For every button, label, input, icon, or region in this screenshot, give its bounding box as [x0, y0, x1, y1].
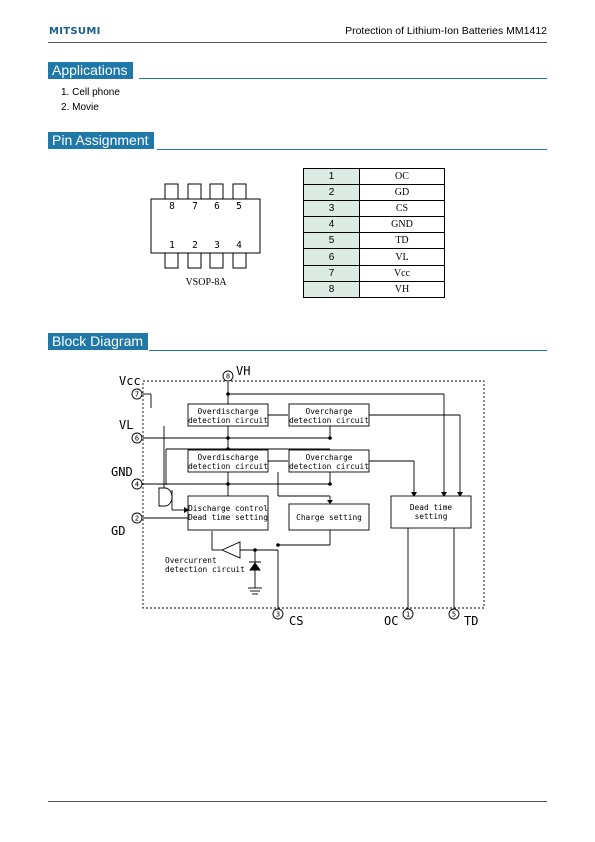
pin-number-cell: 7	[303, 264, 360, 282]
application-item: 1. Cell phone	[61, 87, 120, 98]
applications-heading: Applications	[48, 62, 133, 79]
application-item: 2. Movie	[61, 102, 99, 113]
pin-assignment-rule	[157, 149, 547, 150]
package-pin-label: 2	[192, 240, 198, 251]
charge-setting-block	[288, 503, 370, 531]
svg-text:detection circuit: detection circuit	[188, 462, 268, 471]
svg-text:6: 6	[135, 435, 139, 443]
package-pin-label: 6	[214, 201, 220, 212]
package-pin-label: 7	[192, 201, 198, 212]
svg-text:3: 3	[276, 611, 280, 619]
svg-text:7: 7	[135, 391, 139, 399]
svg-text:detection circuit: detection circuit	[188, 416, 268, 425]
and-gate	[158, 487, 173, 507]
pin-assignment-heading: Pin Assignment	[48, 132, 154, 149]
block-diagram-rule	[149, 350, 547, 351]
header-divider	[48, 42, 547, 43]
pin-8-marker	[222, 370, 234, 382]
pin-number-cell: 1	[303, 167, 360, 186]
svg-text:Overcharge: Overcharge	[306, 453, 353, 462]
svg-text:8: 8	[226, 373, 230, 381]
svg-text:Overdischarge: Overdischarge	[197, 407, 258, 416]
svg-text:setting: setting	[415, 512, 448, 521]
svg-text:Charge setting: Charge setting	[296, 513, 362, 522]
package-name: VSOP-8A	[185, 277, 227, 288]
package-pin-label: 4	[236, 240, 242, 251]
document-title: Protection of Lithium-Ion Batteries MM14…	[345, 25, 547, 37]
label-oc: OC	[384, 614, 398, 628]
svg-text:Dead time: Dead time	[410, 503, 453, 512]
pin-number-cell: 3	[303, 200, 360, 218]
label-vl: VL	[119, 418, 133, 432]
pin-number-cell: 6	[303, 248, 360, 266]
label-gd: GD	[111, 524, 125, 538]
pin-4-marker	[131, 478, 143, 490]
svg-text:detection circuit: detection circuit	[165, 565, 245, 574]
pin-number-cell: 8	[303, 280, 360, 298]
overdischarge-block-1	[187, 403, 269, 427]
pin-1-marker	[402, 608, 414, 620]
package-pin-label: 1	[169, 240, 175, 251]
applications-list: 1. Cell phone 2. Movie	[61, 85, 120, 115]
label-vcc: Vcc	[119, 374, 141, 388]
label-cs: CS	[289, 614, 303, 628]
label-vh: VH	[236, 364, 250, 378]
pin-3-marker	[272, 608, 284, 620]
svg-text:detection circuit: detection circuit	[289, 462, 369, 471]
svg-text:1: 1	[406, 611, 410, 619]
pin-6-marker	[131, 432, 143, 444]
svg-text:2: 2	[135, 515, 139, 523]
applications-rule	[139, 78, 547, 79]
pin-2-marker	[131, 512, 143, 524]
zener-diode	[249, 562, 261, 571]
overcharge-block-2	[288, 449, 370, 473]
package-pin-label: 8	[169, 201, 175, 212]
svg-text:Overdischarge: Overdischarge	[197, 453, 258, 462]
comparator	[220, 541, 241, 559]
package-pin-label: 5	[236, 201, 242, 212]
pin-5-marker	[448, 608, 460, 620]
overcharge-block-1	[288, 403, 370, 427]
overdischarge-block-2	[187, 449, 269, 473]
svg-text:detection circuit: detection circuit	[289, 416, 369, 425]
label-gnd: GND	[111, 465, 133, 479]
svg-text:4: 4	[135, 481, 139, 489]
pin-7-marker	[131, 388, 143, 400]
package-outline-diagram: 8 7 6 5 1 2 3 4 VSOP-8A	[150, 183, 261, 288]
svg-text:Overcurrent: Overcurrent	[165, 556, 217, 565]
package-body	[150, 198, 261, 254]
pin-number-cell: 2	[303, 184, 360, 202]
svg-text:Dead time setting: Dead time setting	[188, 513, 268, 522]
pin-name-cell: VH	[359, 280, 445, 298]
svg-text:5: 5	[452, 611, 456, 619]
block-diagram-heading: Block Diagram	[48, 333, 149, 350]
label-td: TD	[464, 614, 478, 628]
footer-divider	[48, 801, 547, 802]
mitsumi-logo: MITSUMI	[49, 26, 101, 37]
svg-text:Discharge control: Discharge control	[188, 504, 268, 513]
svg-text:Overcharge: Overcharge	[306, 407, 353, 416]
discharge-control-block	[187, 495, 269, 531]
dead-time-block	[390, 495, 472, 529]
pin-number-cell: 5	[303, 232, 360, 250]
package-pin-label: 3	[214, 240, 220, 251]
pin-number-cell: 4	[303, 216, 360, 234]
